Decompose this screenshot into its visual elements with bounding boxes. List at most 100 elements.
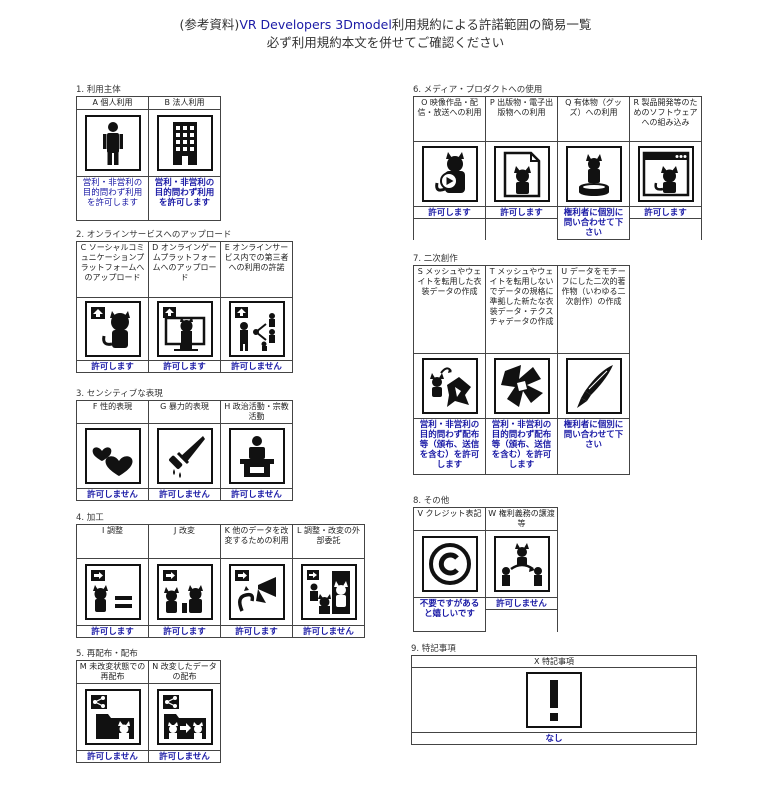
card-status: 許可しません (77, 489, 148, 501)
card-social-upload: C ソーシャルコミュニケーションプラットフォームへのアップロード 許可します (77, 242, 149, 373)
section-title: 1. 利用主体 (76, 85, 121, 95)
page-title: (参考資料)VR Developers 3Dmodel利用規約による許諾範囲の簡… (179, 17, 592, 32)
card-label: K 他のデータを改変するための利用 (221, 525, 292, 559)
card-third-party-license: E オンラインサービス内での第三者への利用の許諾 許可しません (221, 242, 293, 373)
card-label: I 調整 (77, 525, 148, 559)
card-label: Q 有体物（グッズ）への利用 (558, 97, 629, 142)
card-label: M 未改変状態での再配布 (77, 661, 148, 684)
card-label: G 暴力的表現 (149, 401, 220, 424)
product-name: VR Developers 3Dmodel (239, 17, 392, 32)
card-derivative-creation: U データをモチーフにした二次的著作物（いわゆる二次創作）の作成 権利者に個別に… (558, 266, 630, 475)
section-online-upload: 2. オンラインサービスへのアップロード C ソーシャルコミュニケーションプラッ… (76, 229, 293, 373)
card-modification: J 改変 許可します (149, 525, 221, 638)
section-title: 8. その他 (413, 496, 450, 506)
section-special-notes: 9. 特記事項 X 特記事項 なし (411, 643, 697, 745)
use-for-other-data-icon (228, 564, 285, 620)
section-usage-entity: 1. 利用主体 A 個人利用 営利・非営利の目的問わず利用を許可します B 法人… (76, 84, 221, 221)
card-status: 許可しません (149, 751, 220, 763)
card-status: 営利・非営利の目的問わず配布等（頒布、送信を含む）を許可します (414, 419, 485, 475)
card-use-for-other-data: K 他のデータを改変するための利用 許可します (221, 525, 293, 638)
card-status: 不要ですがあると嬉しいです (414, 598, 485, 632)
card-label: V クレジット表記 (414, 508, 485, 531)
publication-icon (493, 146, 550, 202)
card-status: 許可します (149, 626, 220, 638)
card-status: 許可しません (293, 626, 364, 638)
section-others: 8. その他 V クレジット表記 不要ですがあると嬉しいです W 権利義務の譲渡… (413, 495, 558, 632)
card-status: 許可しません (221, 489, 292, 501)
section-title: 4. 加工 (76, 513, 104, 523)
upload-social-icon (84, 301, 141, 357)
card-label: J 改変 (149, 525, 220, 559)
modify-icon (156, 564, 213, 620)
card-label: L 調整・改変の外部委託 (293, 525, 364, 559)
copyright-icon (421, 536, 478, 592)
card-status: 許可しません (149, 489, 220, 501)
card-political-religious: H 政治活動・宗教活動 許可しません (221, 401, 293, 501)
card-outsourcing: L 調整・改変の外部委託 許可しません (293, 525, 365, 638)
card-special-notes: X 特記事項 なし (412, 656, 697, 745)
card-new-cloth-data: T メッシュやウェイトを転用しないでデータの規格に準拠した新たな衣装データ・テク… (486, 266, 558, 475)
section-processing: 4. 加工 I 調整 許可します J 改変 許可します K 他のデータを改変する… (76, 512, 365, 638)
person-icon (84, 115, 141, 171)
card-label: C ソーシャルコミュニケーションプラットフォームへのアップロード (77, 242, 148, 298)
card-status: 許可します (221, 626, 292, 638)
card-status: 権利者に個別に問い合わせて下さい (558, 207, 629, 240)
page-subtitle: 必ず利用規約本文を併せてご確認ください (266, 35, 505, 50)
card-software-embed: R 製品開発等のためのソフトウェアへの組み込み 許可します (630, 97, 702, 240)
card-label: S メッシュやウェイトを転用した衣装データの作成 (414, 266, 485, 354)
section-title: 7. 二次創作 (413, 254, 458, 264)
upload-game-icon (156, 301, 213, 357)
outsource-icon (300, 564, 357, 620)
card-status: 許可します (630, 207, 701, 219)
card-label: R 製品開発等のためのソフトウェアへの組み込み (630, 97, 701, 142)
card-status: 許可しません (486, 598, 557, 610)
card-status: 許可しません (77, 751, 148, 763)
card-label: D オンラインゲームプラットフォームへのアップロード (149, 242, 220, 298)
card-label: X 特記事項 (412, 656, 696, 668)
card-unmodified-redistribution: M 未改変状態での再配布 許可しません (77, 661, 149, 763)
knife-icon (156, 428, 213, 484)
share-modified-folder-icon (156, 689, 213, 745)
card-status: なし (412, 733, 696, 745)
new-cloth-icon (493, 358, 550, 414)
card-label: E オンラインサービス内での第三者への利用の許諾 (221, 242, 292, 298)
card-status: 許可しません (221, 361, 292, 373)
card-status: 許可します (486, 207, 557, 219)
exclamation-icon (526, 672, 582, 728)
card-corporate-use: B 法人利用 営利・非営利の目的問わず利用を許可します (149, 97, 221, 221)
office-building-icon (156, 115, 213, 171)
card-status: 許可します (414, 207, 485, 219)
section-title: 5. 再配布・配布 (76, 649, 138, 659)
podium-speaker-icon (228, 428, 285, 484)
card-label: P 出版物・電子出版物への利用 (486, 97, 557, 142)
card-status: 許可します (149, 361, 220, 373)
card-status: 営利・非営利の目的問わず利用を許可します (149, 177, 220, 221)
video-play-icon (421, 146, 478, 202)
third-party-license-icon (228, 301, 285, 357)
section-title: 2. オンラインサービスへのアップロード (76, 230, 232, 240)
section-media-products: 6. メディア・プロダクトへの使用 O 映像作品・配信・放送への利用 許可します… (413, 84, 702, 240)
card-status: 営利・非営利の目的問わず利用を許可します (77, 177, 148, 221)
card-adjustment: I 調整 許可します (77, 525, 149, 638)
card-status: 許可します (77, 361, 148, 373)
software-window-icon (637, 146, 694, 202)
pen-brush-icon (565, 358, 622, 414)
section-redistribution: 5. 再配布・配布 M 未改変状態での再配布 許可しません N 改変したデータの… (76, 648, 221, 763)
card-video-broadcast: O 映像作品・配信・放送への利用 許可します (414, 97, 486, 240)
card-label: W 権利義務の譲渡等 (486, 508, 557, 531)
share-folder-icon (84, 689, 141, 745)
card-status: 権利者に個別に問い合わせて下さい (558, 419, 629, 475)
card-personal-use: A 個人利用 営利・非営利の目的問わず利用を許可します (77, 97, 149, 221)
page-header: (参考資料)VR Developers 3Dmodel利用規約による許諾範囲の簡… (0, 16, 771, 52)
section-title: 6. メディア・プロダクトへの使用 (413, 85, 543, 95)
card-label: T メッシュやウェイトを転用しないでデータの規格に準拠した新たな衣装データ・テク… (486, 266, 557, 354)
card-physical-goods: Q 有体物（グッズ）への利用 権利者に個別に問い合わせて下さい (558, 97, 630, 240)
section-title: 3. センシティブな表現 (76, 389, 163, 399)
card-violent-expression: G 暴力的表現 許可しません (149, 401, 221, 501)
card-rights-transfer: W 権利義務の譲渡等 許可しません (486, 508, 558, 632)
card-label: N 改変したデータの配布 (149, 661, 220, 684)
card-cloth-transfer: S メッシュやウェイトを転用した衣装データの作成 営利・非営利の目的問わず配布等… (414, 266, 486, 475)
adjust-equal-icon (84, 564, 141, 620)
section-derivative-works: 7. 二次創作 S メッシュやウェイトを転用した衣装データの作成 営利・非営利の… (413, 253, 630, 475)
hearts-icon (84, 428, 141, 484)
